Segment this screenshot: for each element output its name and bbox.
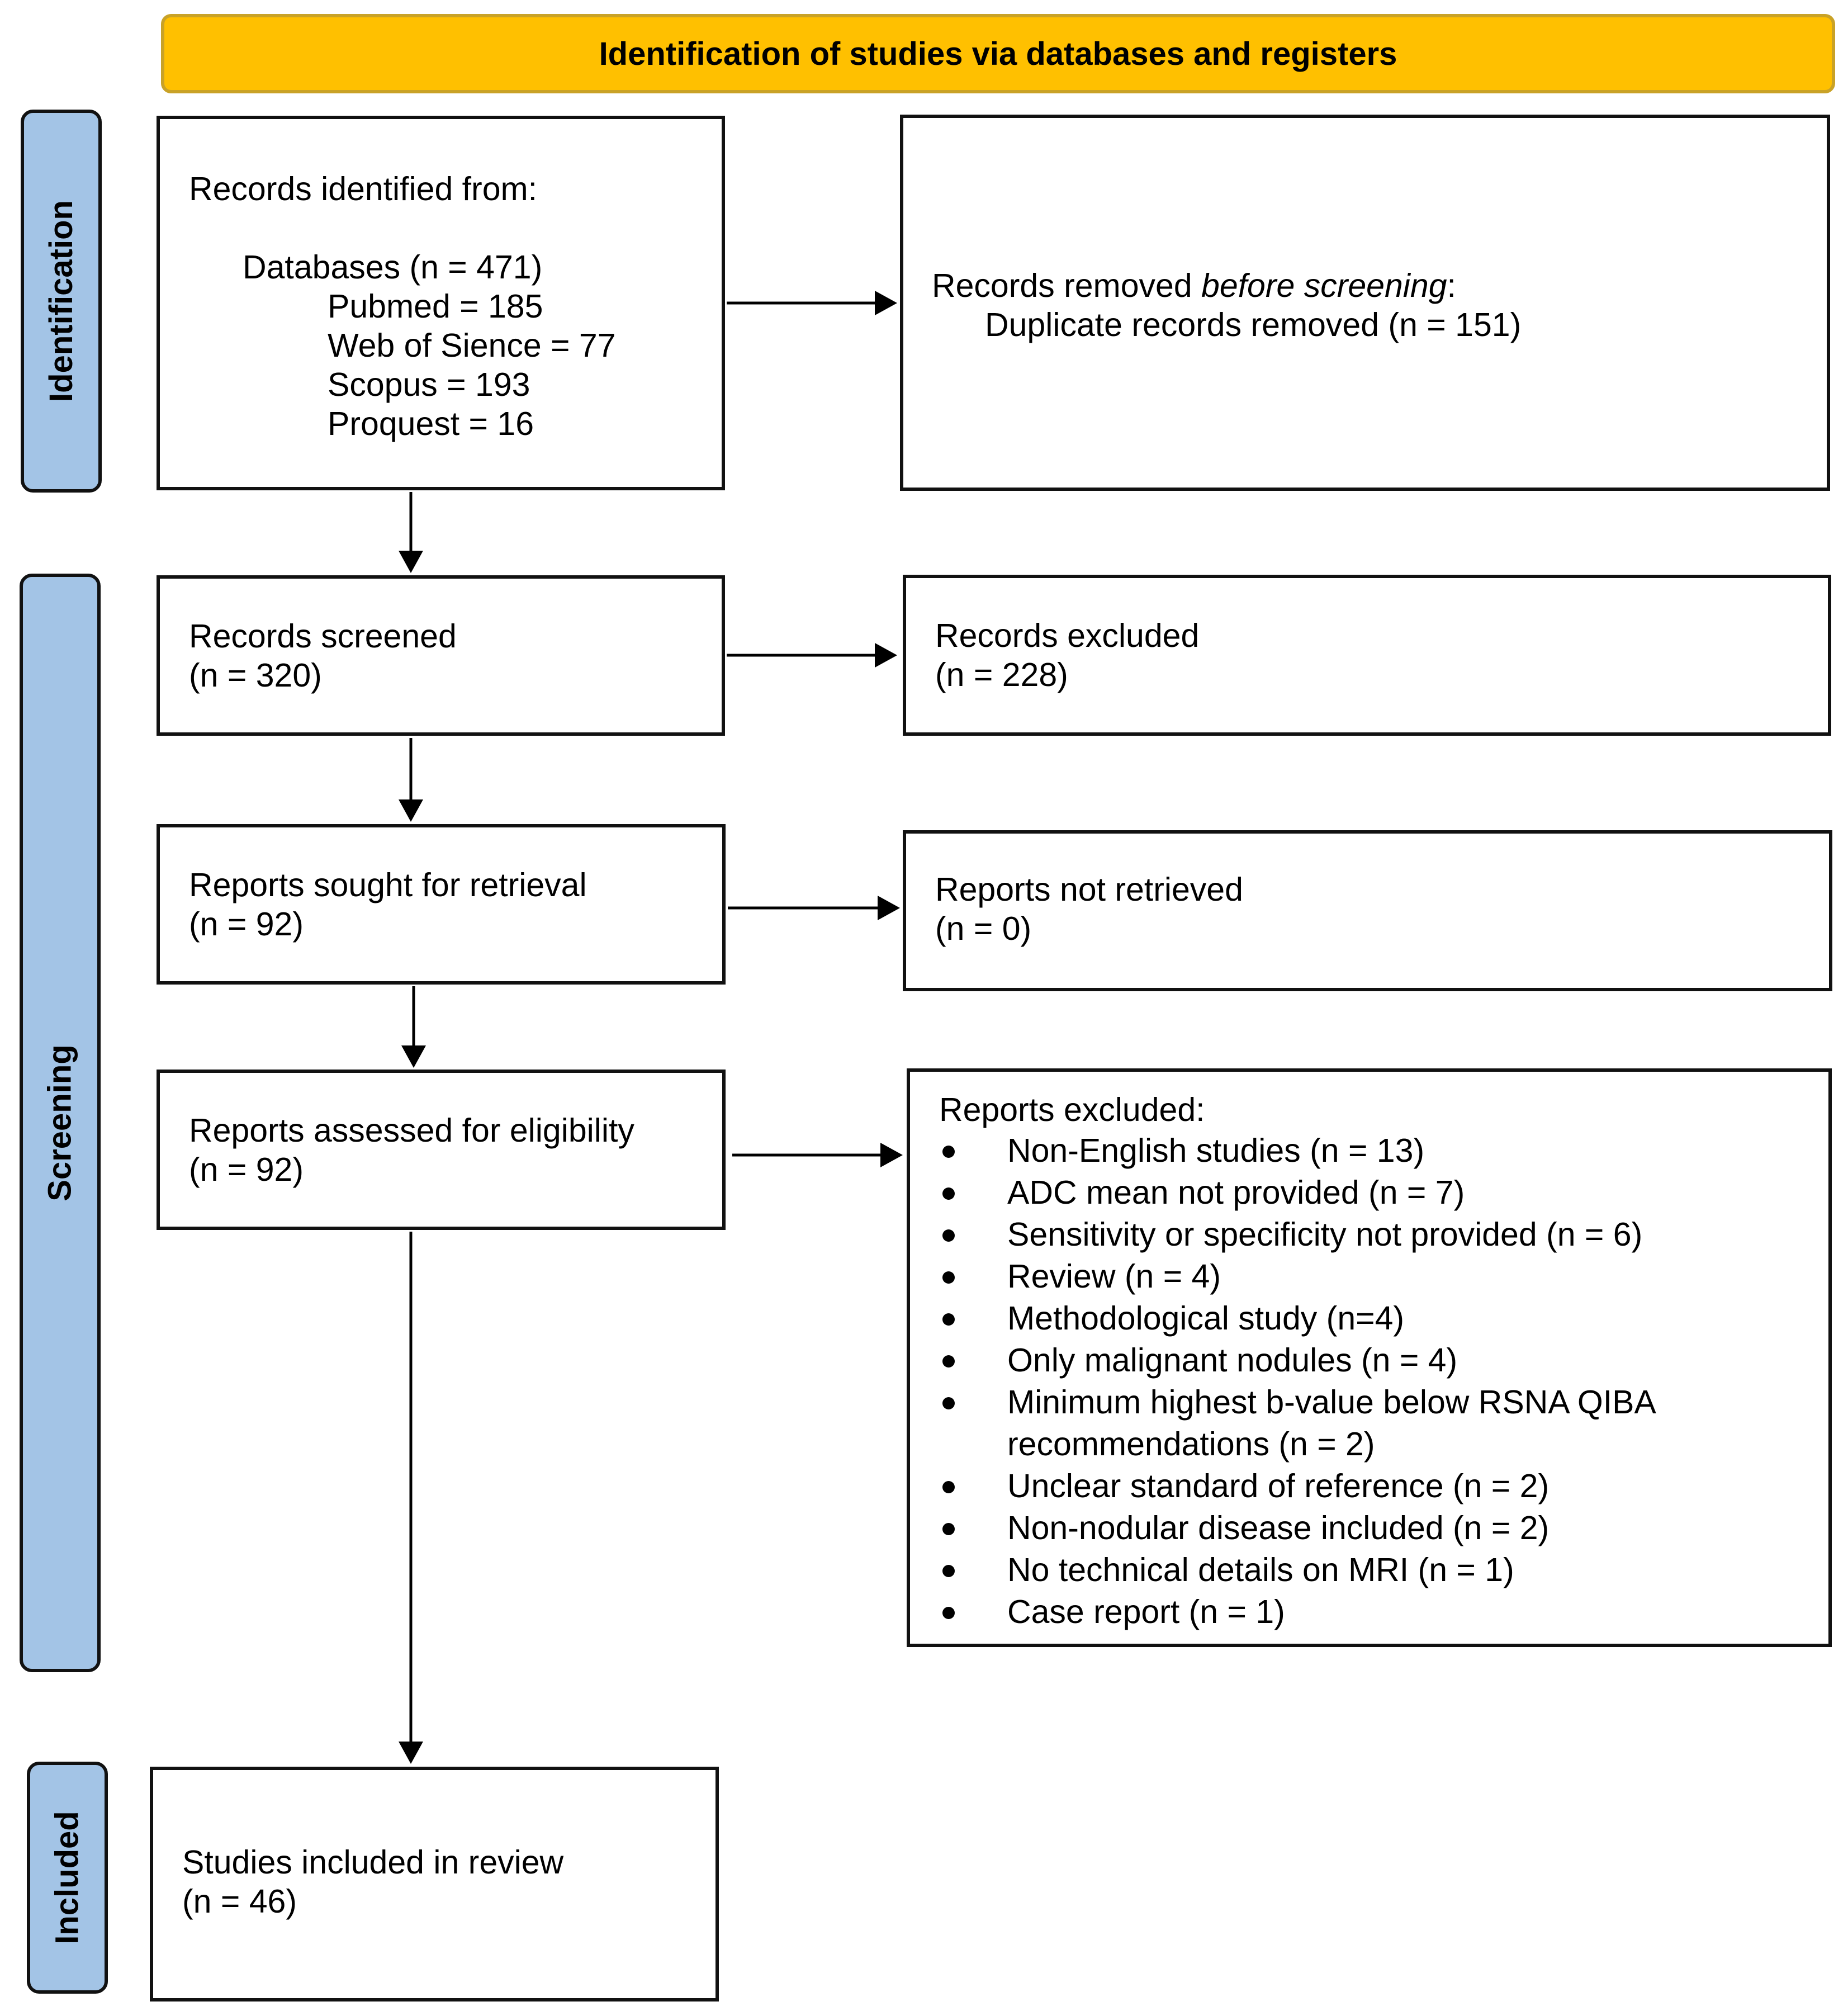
arrowhead-assessed-to-excluded [880, 1143, 903, 1167]
reports-not-retrieved-box: Reports not retrieved (n = 0) [903, 830, 1832, 991]
arrowhead-identified-to-removed [875, 291, 897, 315]
bullet-icon [942, 1481, 955, 1493]
exclusion-reason-item: Minimum highest b-value below RSNA QIBA [1007, 1384, 1656, 1421]
screened-count: (n = 320) [189, 657, 322, 694]
phase-screening: Screening [20, 574, 101, 1672]
exclusion-reason-item: Case report (n = 1) [1007, 1593, 1285, 1630]
records-identified-box: Records identified from: Databases (n = … [157, 116, 725, 490]
excluded-records-label: Records excluded [935, 617, 1200, 654]
arrowhead-screened-to-excluded [875, 643, 897, 668]
identified-title: Records identified from: [189, 171, 538, 207]
sought-label: Reports sought for retrieval [189, 867, 587, 903]
included-label: Studies included in review [182, 1844, 564, 1881]
bullet-icon [942, 1397, 955, 1409]
identified-pubmed: Pubmed = 185 [328, 288, 543, 325]
studies-included-box: Studies included in review (n = 46) [150, 1767, 719, 2001]
bullet-icon [942, 1607, 955, 1619]
bullet-icon [942, 1146, 955, 1158]
included-count: (n = 46) [182, 1883, 297, 1920]
arrowhead-sought-to-not-retrieved [878, 896, 900, 920]
arrowhead-assessed-to-included [399, 1742, 423, 1764]
not-retrieved-label: Reports not retrieved [935, 871, 1243, 908]
identified-proquest: Proquest = 16 [328, 405, 534, 442]
exclusion-reason-item: No technical details on MRI (n = 1) [1007, 1551, 1514, 1588]
identified-databases: Databases (n = 471) [243, 249, 543, 286]
bullet-icon [942, 1229, 955, 1242]
bullet-icon [942, 1355, 955, 1368]
removed-emph: before screening [1201, 267, 1447, 304]
phase-included: Included [27, 1762, 108, 1994]
bullet-icon [942, 1271, 955, 1284]
excluded-records-count: (n = 228) [935, 656, 1068, 693]
exclusion-reason-item: ADC mean not provided (n = 7) [1007, 1174, 1465, 1211]
reports-excluded-box: Reports excluded: Non-English studies (n… [907, 1068, 1832, 1647]
assessed-label: Reports assessed for eligibility [189, 1112, 634, 1149]
removed-title: Records removed before screening: [932, 266, 1456, 305]
screened-label: Records screened [189, 618, 457, 655]
removed-duplicates: Duplicate records removed (n = 151) [985, 306, 1522, 343]
reports-assessed-box: Reports assessed for eligibility (n = 92… [157, 1070, 726, 1230]
arrowhead-screened-to-sought [399, 799, 423, 822]
phase-identification: Identification [21, 110, 102, 493]
assessed-count: (n = 92) [189, 1151, 304, 1188]
not-retrieved-count: (n = 0) [935, 910, 1032, 947]
removed-suffix: : [1447, 267, 1456, 304]
exclusion-reason-item: Sensitivity or specificity not provided … [1007, 1216, 1643, 1253]
sought-count: (n = 92) [189, 906, 304, 943]
records-excluded-box: Records excluded (n = 228) [903, 575, 1831, 736]
records-removed-box: Records removed before screening: Duplic… [900, 115, 1830, 491]
bullet-icon [942, 1187, 955, 1200]
bullet-icon [942, 1565, 955, 1577]
identified-wos: Web of Sience = 77 [328, 327, 616, 364]
arrowhead-identified-to-screened [399, 551, 423, 573]
exclusion-reason-item: Methodological study (n=4) [1007, 1300, 1405, 1337]
bullet-icon [942, 1523, 955, 1535]
exclusion-reason-item: Non-English studies (n = 13) [1007, 1132, 1425, 1169]
exclusion-reason-item: Non-nodular disease included (n = 2) [1007, 1510, 1550, 1546]
exclusion-reason-item: Review (n = 4) [1007, 1258, 1221, 1295]
records-screened-box: Records screened (n = 320) [157, 575, 725, 736]
exclusion-reason-item: recommendations (n = 2) [1007, 1426, 1375, 1463]
reports-excluded-title: Reports excluded: [939, 1091, 1205, 1128]
removed-prefix: Records removed [932, 267, 1202, 304]
exclusion-reason-item: Only malignant nodules (n = 4) [1007, 1342, 1458, 1379]
exclusion-reason-item: Unclear standard of reference (n = 2) [1007, 1468, 1550, 1504]
reports-sought-box: Reports sought for retrieval (n = 92) [157, 824, 726, 985]
header-title: Identification of studies via databases … [599, 35, 1397, 72]
identification-header: Identification of studies via databases … [161, 14, 1835, 93]
bullet-icon [942, 1313, 955, 1326]
arrowhead-sought-to-assessed [401, 1045, 426, 1068]
identified-scopus: Scopus = 193 [328, 366, 530, 403]
